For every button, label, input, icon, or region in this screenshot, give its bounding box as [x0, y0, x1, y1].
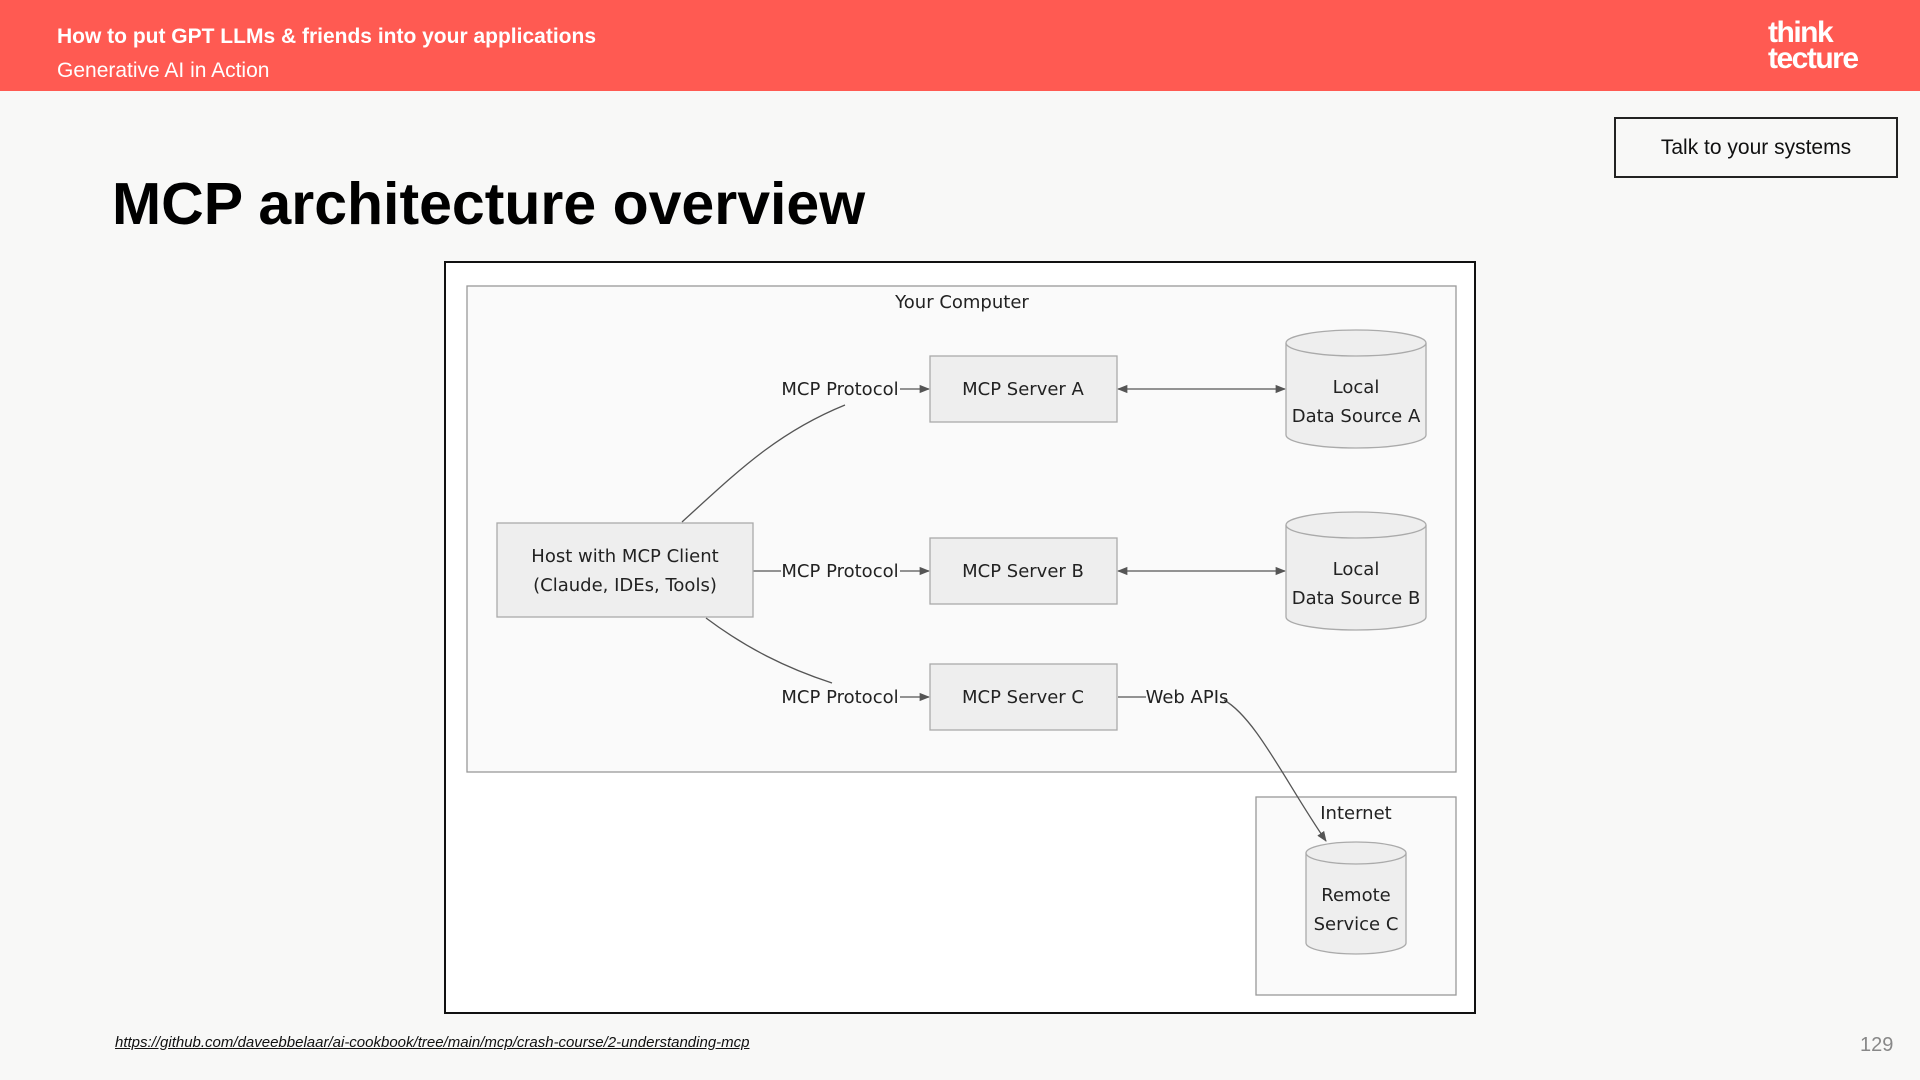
mcp-server-a-node	[929, 355, 1118, 423]
internet-label: Internet	[1320, 803, 1391, 824]
host-label-line-1: Host with MCP Client	[531, 546, 718, 567]
data-source-b-label-line-2: Data Source B	[1292, 588, 1421, 609]
host-node	[496, 522, 754, 618]
data-source-a-node	[1285, 329, 1427, 449]
edge-host-to-protocol-c	[705, 617, 833, 684]
edge-host-to-protocol-a	[681, 404, 846, 523]
protocol-label-c: MCP Protocol	[781, 687, 898, 708]
source-link[interactable]: https://github.com/daveebbelaar/ai-cookb…	[115, 1034, 750, 1051]
remote-service-label-line-2: Service C	[1314, 914, 1399, 935]
logo-line-2: tecture	[1768, 42, 1859, 75]
presentation-title: How to put GPT LLMs & friends into your …	[57, 25, 596, 48]
remote-service-label-line-1: Remote	[1321, 885, 1390, 906]
mcp-server-b-node	[929, 537, 1118, 605]
data-source-a-label-line-1: Local	[1333, 377, 1380, 398]
talk-to-your-systems-badge[interactable]: Talk to your systems	[1614, 117, 1898, 178]
web-apis-label: Web APIs	[1146, 687, 1229, 708]
header-bar: How to put GPT LLMs & friends into your …	[0, 0, 1920, 91]
data-source-a-label-line-2: Data Source A	[1292, 406, 1421, 427]
slide-title: MCP architecture overview	[112, 171, 866, 237]
edge-web-apis-to-remote	[1223, 699, 1327, 842]
mcp-server-c-label: MCP Server C	[962, 687, 1084, 708]
protocol-label-b: MCP Protocol	[781, 561, 898, 582]
diagram-canvas: Your Computer Internet Host with MCP Cli…	[466, 285, 1457, 996]
your-computer-label: Your Computer	[894, 292, 1029, 313]
data-source-b-label-line-1: Local	[1333, 559, 1380, 580]
thinktecture-logo: think tecture	[1768, 16, 1859, 75]
page-number: 129	[1860, 1034, 1894, 1056]
remote-service-c-node	[1305, 841, 1407, 955]
mcp-server-c-node	[929, 663, 1118, 731]
presentation-subtitle: Generative AI in Action	[57, 59, 270, 82]
protocol-label-a: MCP Protocol	[781, 379, 898, 400]
mcp-server-a-label: MCP Server A	[962, 379, 1084, 400]
mcp-server-b-label: MCP Server B	[962, 561, 1084, 582]
mcp-architecture-diagram: Your Computer Internet Host with MCP Cli…	[444, 261, 1476, 1014]
data-source-b-node	[1285, 511, 1427, 631]
host-label-line-2: (Claude, IDEs, Tools)	[533, 575, 717, 596]
logo-line-1: think	[1768, 16, 1834, 49]
